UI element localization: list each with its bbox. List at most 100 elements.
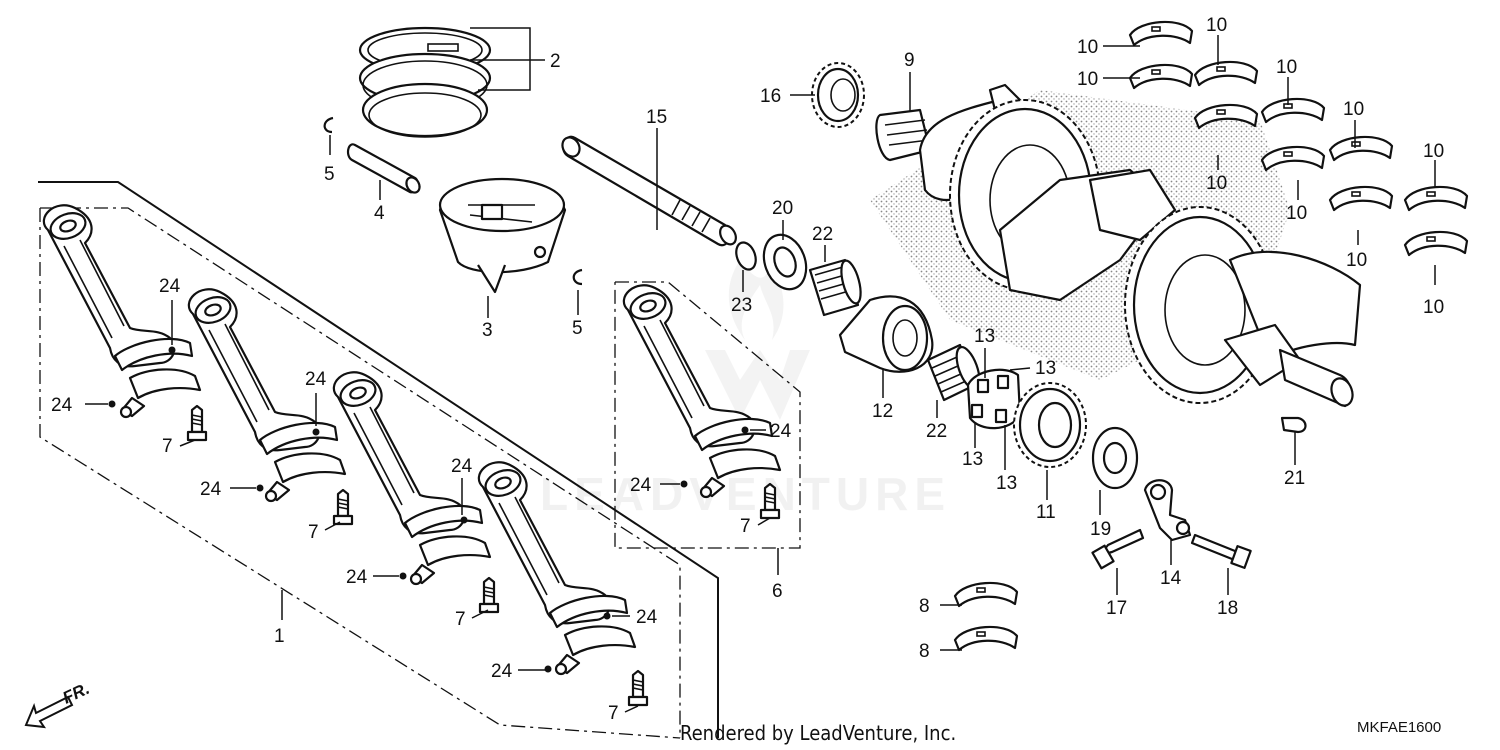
diagram-code: MKFAE1600 [1357, 719, 1441, 736]
balancer-shaft [561, 135, 737, 247]
callout-10i: 10 [1423, 141, 1444, 162]
callout-10a: 10 [1077, 37, 1098, 58]
nut-24d [256, 484, 264, 492]
footer-credit: Rendered by LeadVenture, Inc. [680, 721, 956, 745]
balancer-weight-12 [838, 295, 934, 373]
callout-21: 21 [1284, 468, 1305, 489]
nut-24i [741, 426, 749, 434]
callout-20: 20 [772, 198, 793, 219]
thrust-shell-8a [953, 581, 1019, 608]
bearing-shell-10h [1328, 185, 1394, 212]
nut-24h [544, 665, 552, 673]
bolt-7a [186, 404, 208, 442]
callout-7e: 7 [740, 516, 751, 537]
callout-8b: 8 [919, 641, 930, 662]
crankshaft [870, 83, 1362, 408]
callout-24j: 24 [630, 475, 652, 496]
bolt-7d [627, 669, 649, 707]
callout-24b: 24 [51, 395, 73, 416]
bearing-shell-10a [1128, 20, 1194, 47]
group-6-outline [614, 281, 801, 549]
callout-19: 19 [1090, 519, 1111, 540]
damper-rubber-13 [966, 368, 1022, 430]
callout-23: 23 [731, 295, 752, 316]
callout-10g: 10 [1343, 99, 1364, 120]
piston-rings [358, 26, 492, 138]
callout-17: 17 [1106, 598, 1127, 619]
group-1-outline-lower [39, 208, 681, 739]
watermark-text: LEADVENTURE [540, 468, 951, 520]
callout-13b: 13 [1035, 358, 1056, 379]
group-1-outline [40, 207, 681, 738]
callout-24e: 24 [451, 456, 473, 477]
callout-7a: 7 [162, 436, 173, 457]
callout-24g: 24 [636, 607, 658, 628]
callout-10c: 10 [1206, 15, 1227, 36]
callout-5a: 5 [324, 164, 335, 185]
bearing-shell-10j [1403, 230, 1469, 257]
connecting-rod-1 [42, 204, 202, 419]
bolt-7c [478, 576, 500, 614]
callout-10d: 10 [1206, 173, 1227, 194]
group-1-frame [38, 181, 719, 738]
callout-9: 9 [904, 50, 915, 71]
callout-3: 3 [482, 320, 493, 341]
arrow-down-left-icon [24, 695, 74, 729]
callout-10j: 10 [1423, 297, 1444, 318]
nut-24a [168, 346, 176, 354]
bearing-shell-10e [1260, 97, 1326, 124]
thrust-shell-8b [953, 625, 1019, 652]
bolt-17 [1091, 528, 1145, 570]
callout-24f: 24 [346, 567, 368, 588]
callout-13a: 13 [974, 326, 995, 347]
callout-2: 2 [550, 51, 561, 72]
primary-gear-16 [811, 62, 865, 128]
callout-16: 16 [760, 86, 781, 107]
connecting-rod-6 [622, 284, 782, 499]
callout-5b: 5 [572, 318, 583, 339]
connecting-rod-2 [187, 288, 347, 503]
bearing-shell-10b [1128, 63, 1194, 90]
callout-7b: 7 [308, 522, 319, 543]
nut-24c [312, 428, 320, 436]
balancer-holder-14 [1143, 479, 1192, 542]
nut-24g [603, 612, 611, 620]
callout-24h: 24 [491, 661, 513, 682]
connecting-rod-3 [332, 371, 492, 586]
nut-24b [108, 400, 116, 408]
thrust-washer-19 [1091, 426, 1139, 490]
circlip-5a [323, 116, 334, 134]
leader-lines [85, 27, 1436, 713]
callout-11: 11 [1036, 502, 1056, 523]
callout-10e: 10 [1276, 57, 1297, 78]
callouts: 1 2 3 4 5 5 6 7 7 7 7 7 8 8 9 10 10 10 1… [51, 15, 1444, 724]
bearing-shell-10i [1403, 185, 1469, 212]
washer-23 [735, 241, 757, 271]
nut-24e [460, 516, 468, 524]
callout-24d: 24 [200, 479, 222, 500]
bearing-shell-10f [1260, 145, 1326, 172]
bolt-7b [332, 488, 354, 526]
nut-24f [399, 572, 407, 580]
callout-10f: 10 [1286, 203, 1307, 224]
front-direction-indicator: FR. [24, 679, 93, 729]
callout-24c: 24 [305, 369, 327, 390]
callout-24i: 24 [770, 421, 792, 442]
callout-15: 15 [646, 107, 667, 128]
balancer-gear-11 [1013, 382, 1087, 468]
callout-18: 18 [1217, 598, 1238, 619]
nut-24j [680, 480, 688, 488]
needle-bearing-22a [808, 258, 862, 317]
woodruff-key-21 [1280, 416, 1307, 434]
callout-13d: 13 [996, 473, 1017, 494]
circlip-5b [572, 268, 583, 286]
bearing-shell-10c [1193, 60, 1259, 87]
callout-1: 1 [274, 626, 285, 647]
callout-13c: 13 [962, 449, 983, 470]
callout-14: 14 [1160, 568, 1182, 589]
callout-4: 4 [374, 203, 385, 224]
callout-8a: 8 [919, 596, 930, 617]
callout-6: 6 [772, 581, 783, 602]
thrust-washer-20 [762, 233, 808, 291]
